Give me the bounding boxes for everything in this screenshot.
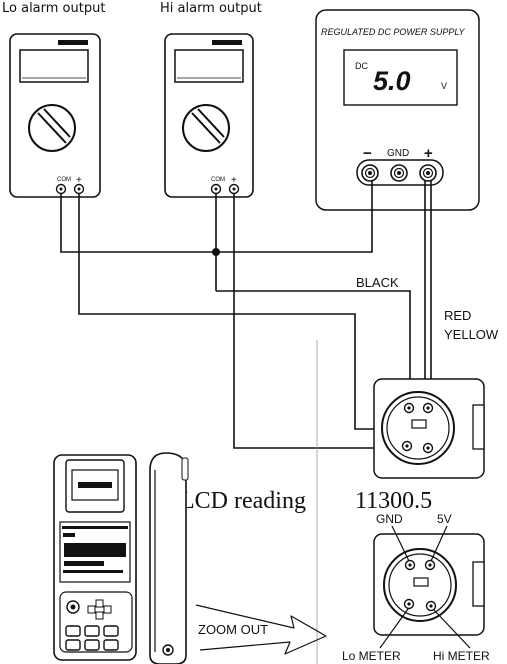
yellow-wire-label: YELLOW <box>444 327 499 342</box>
lo-meter-wire <box>78 193 408 442</box>
volt-unit-label: V <box>441 81 447 91</box>
minus-terminal-label: − <box>363 145 372 162</box>
lo-multimeter: COM + <box>9 33 101 198</box>
connector-gnd-label: GND <box>376 512 403 526</box>
hi-meter-label: Hi METER <box>433 649 490 663</box>
junction-dot-icon <box>212 248 220 256</box>
zoom-out-label: ZOOM OUT <box>198 622 268 637</box>
black-wire-label: BLACK <box>356 275 399 290</box>
lo-meter-label: Lo METER <box>342 649 401 663</box>
hi-alarm-output-label: Hi alarm output <box>160 1 262 16</box>
handheld-instrument-side <box>149 452 189 664</box>
connector-5v-label: 5V <box>437 512 452 526</box>
zoom-out-arrow-icon <box>195 604 327 655</box>
hi-meter-plus-label: + <box>231 175 237 186</box>
black-wire <box>216 290 411 404</box>
lo-meter-com-label: COM <box>57 177 71 183</box>
lower-din-connector <box>373 533 485 636</box>
power-supply-title: REGULATED DC POWER SUPPLY <box>321 27 466 37</box>
hi-meter-com-label: COM <box>211 177 225 183</box>
lcd-value: 11300.5 <box>355 488 432 514</box>
voltage-reading: 5.0 <box>373 66 411 96</box>
regulated-dc-power-supply: REGULATED DC POWER SUPPLY DC 5.0 V − GND… <box>315 9 480 211</box>
red-wire-label: RED <box>444 308 471 323</box>
upper-din-connector <box>373 378 485 479</box>
gnd-terminal-label: GND <box>387 148 409 159</box>
lo-meter-plus-label: + <box>76 175 82 186</box>
power-supply-display <box>343 49 458 106</box>
lo-alarm-output-label: Lo alarm output <box>2 1 105 16</box>
handheld-instrument-front <box>53 454 137 661</box>
connector-leader-lines <box>379 525 471 649</box>
dc-label: DC <box>355 61 368 71</box>
hi-meter-wire <box>233 193 428 449</box>
hi-multimeter: COM + <box>164 33 254 198</box>
plus-terminal-label: + <box>424 145 433 162</box>
